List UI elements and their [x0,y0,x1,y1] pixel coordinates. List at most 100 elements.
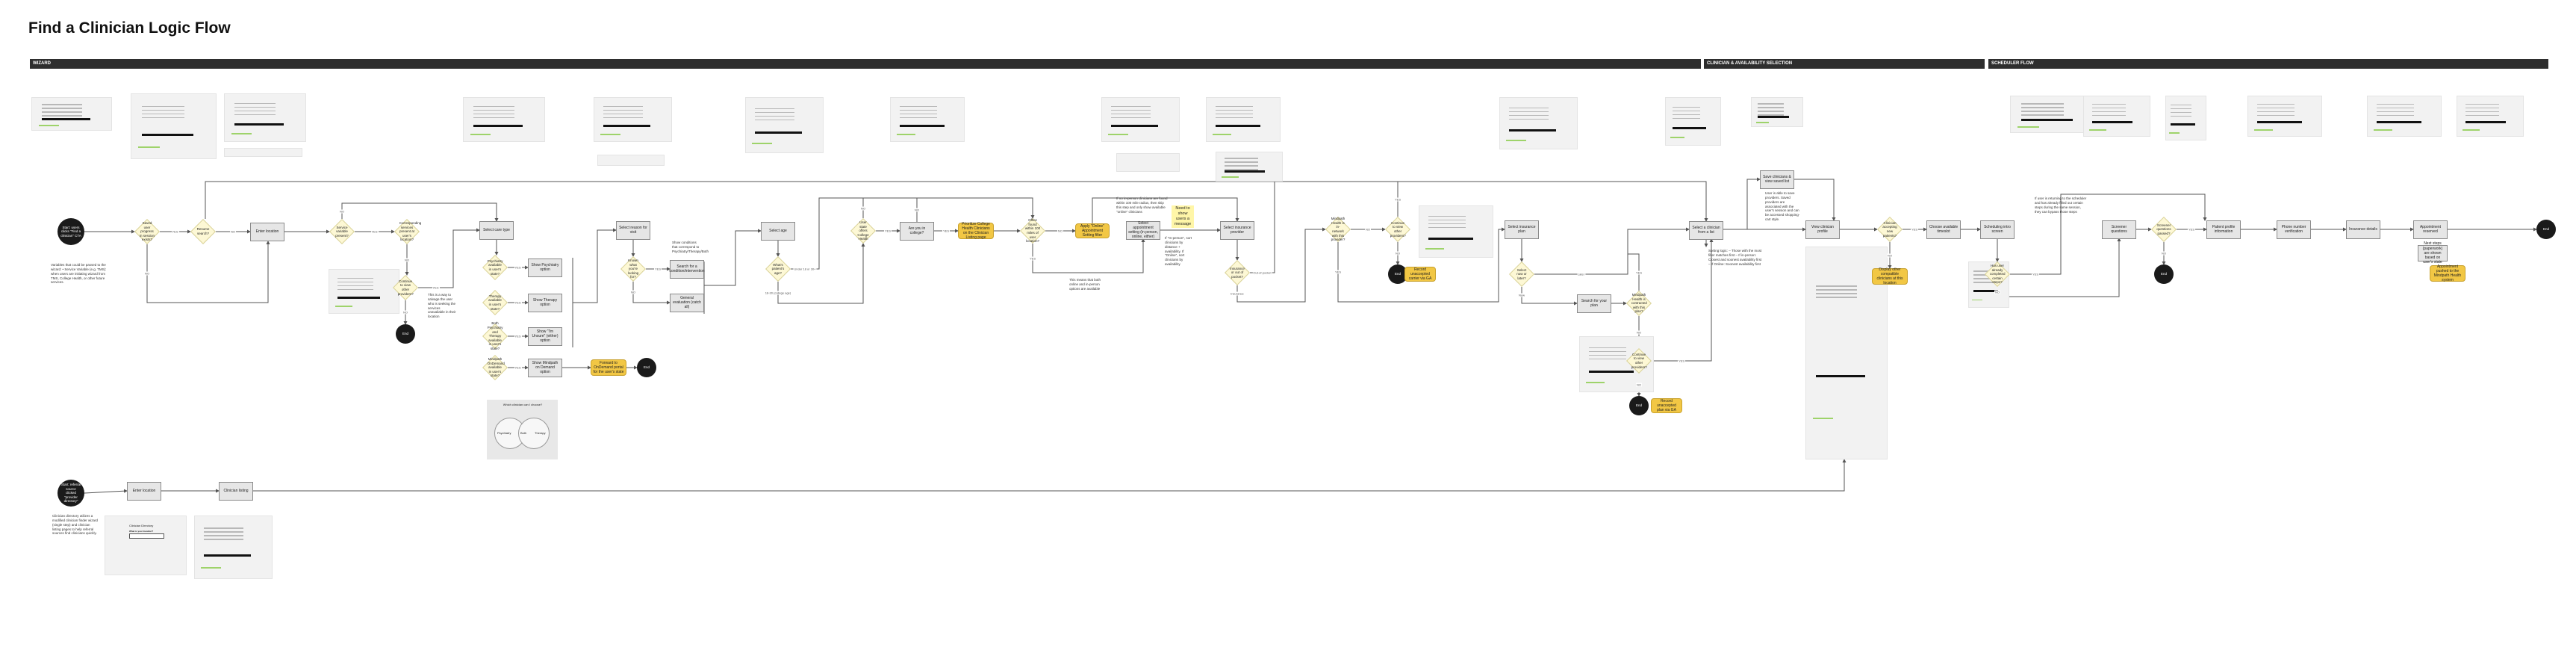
connector-arrow [1275,181,1708,222]
node-label: Show Psychiatry option [531,262,559,272]
mockup-text-line [41,111,82,113]
mockup-button [2020,119,2073,121]
section-header-wizard: WIZARD [30,59,1701,69]
mockup-button [755,131,803,134]
node-label: Known what you're looking for? [627,258,639,279]
mockup-button [899,125,945,127]
mockup-annotation [1108,134,1128,135]
node-label: Select appointment setting (in person, o… [1128,220,1158,240]
decision-d-ondemand: Mindpath OnDemand available in user's st… [482,355,508,380]
node-label: Screener questions [2111,224,2127,234]
process-step-view-profile: View clinician profile [1805,220,1840,239]
screen-mockup [1499,97,1578,149]
process-step-next-steps: Next steps (paperwork) are shown based o… [2418,241,2448,264]
annotation-n-save: User is able to save providers. Saved pr… [1765,191,1800,222]
start-terminal-start1: Start: users clicks "Find a clinician" C… [57,218,84,245]
node-label: Screener questions passed? [2156,223,2171,235]
mockup-annotation [2089,129,2106,131]
mockup-text-line [204,539,243,540]
screen-mockup [1116,153,1180,172]
mockup-button [141,133,193,136]
node-label: Office found within 100 miles of user lo… [1024,218,1041,244]
process-step-show-unsure: Show "I'm Unsure" (either) option [528,326,562,346]
connector-arrow [573,228,617,303]
process-step-save-clin: Save clinicians & view saved list [1760,170,1794,189]
mockup-button [234,123,284,126]
end-terminal-end6: End [2536,220,2556,239]
process-step-show-ther: Show Therapy option [528,293,562,312]
edge-label-no: NO [2161,251,2167,256]
edge-label-no: NO [914,208,920,212]
connector-arrow [146,241,270,303]
process-step-ins-provider: Select insurance provider [1220,220,1254,240]
mockup-text-line [337,281,373,283]
node-label: Saved user progress in session exists? [139,220,155,242]
mockup-button [2171,123,2196,126]
venn-circle-therapy [518,418,550,449]
mockup-text-line [2171,115,2191,117]
connector-arrow [1628,253,1640,291]
venn-label-both: Both [520,431,527,435]
mockup-button [1588,371,1634,373]
edge-label-yes: YES [653,267,662,271]
mockup-annotation [897,134,915,135]
node-label: Select insurance plan [1508,224,1536,234]
mockup-text-line [1815,297,1857,298]
process-step-enter-loc: Enter location [250,222,284,241]
node-label: Need to show users a message [1174,206,1192,226]
node-label: Display other compatible clinicians at t… [1876,267,1903,286]
connector-arrow [84,489,128,494]
node-label: Show Mindpath on Demand option [532,360,559,375]
mockup-text-line [603,105,643,108]
mockup-annotation [138,146,160,148]
node-label: Clinician listing [223,488,249,493]
annotation-n-sort: If "In-person", sort clinicians by dista… [1165,236,1192,267]
decision-d-ther: Therapy available in user's state? [482,290,508,315]
decision-d-innet: Mindpath Health is in-network with this … [1325,217,1351,242]
mockup-text-line [204,531,243,533]
mockup-text-line [1672,106,1701,108]
mockup-text-line [337,285,373,287]
screen-mockup [1216,152,1283,182]
node-label: Prioritize College Health Clinicians on … [962,221,990,241]
edge-label-yes: YES [2187,227,2196,232]
edge-label-now: Now [1517,293,1526,297]
decision-d-cont3: Continue to view other providers? [1626,348,1652,374]
mockup-button [1815,375,1865,377]
mockup-text-line [755,111,794,113]
mockup-text-line [2091,107,2126,109]
process-step-sched-intro: Scheduling intro screen [1980,220,2015,239]
mockup-text-line [1224,165,1258,167]
node-label: End [643,365,650,370]
mockup-text-line [1509,107,1549,109]
action-step-rec-carrier: Record unaccepted carrier via GA [1404,267,1436,282]
mockup-button [1672,127,1706,129]
end-terminal-end1: End [396,324,415,344]
node-label: Select age [769,228,787,233]
mockup-text-line [2376,114,2414,117]
mockup-annotation [1222,176,1239,178]
mockup-text-line [2465,114,2499,117]
mockup-text-line [755,108,794,109]
mockup-text-line [1428,226,1466,229]
process-step-show-ondemand: Show Mindpath on Demand option [528,358,562,377]
node-label: Continue to view other providers? [397,279,414,296]
mockup-text-line [1111,105,1151,108]
edge-label-no: NO [402,310,408,315]
mockup-text-line [41,115,82,117]
decision-d-known: Known what you're looking for? [620,256,646,282]
edge-label-no: NO [860,206,866,210]
mockup-text-line [2020,103,2065,105]
action-step-fwd-ondemand: Forward to OnDemand portal for the user'… [591,359,626,376]
mockup-text-line [899,105,937,108]
mockup-text-line [899,113,937,115]
node-label: Continue to view other providers? [1390,220,1406,238]
process-step-patient-profile: Patient profile information [2206,220,2241,239]
mockup-text-line [2020,114,2065,116]
edge-label-yes: YES [171,229,179,234]
mockup-question: What is your location? [129,530,154,533]
annotation-n-directory: Clinician directory utilizes a modified … [52,514,99,536]
node-label: Resume search? [196,227,210,235]
mockup-annotation [335,306,353,307]
decision-d-cont1: Continue to view other providers? [393,275,418,300]
